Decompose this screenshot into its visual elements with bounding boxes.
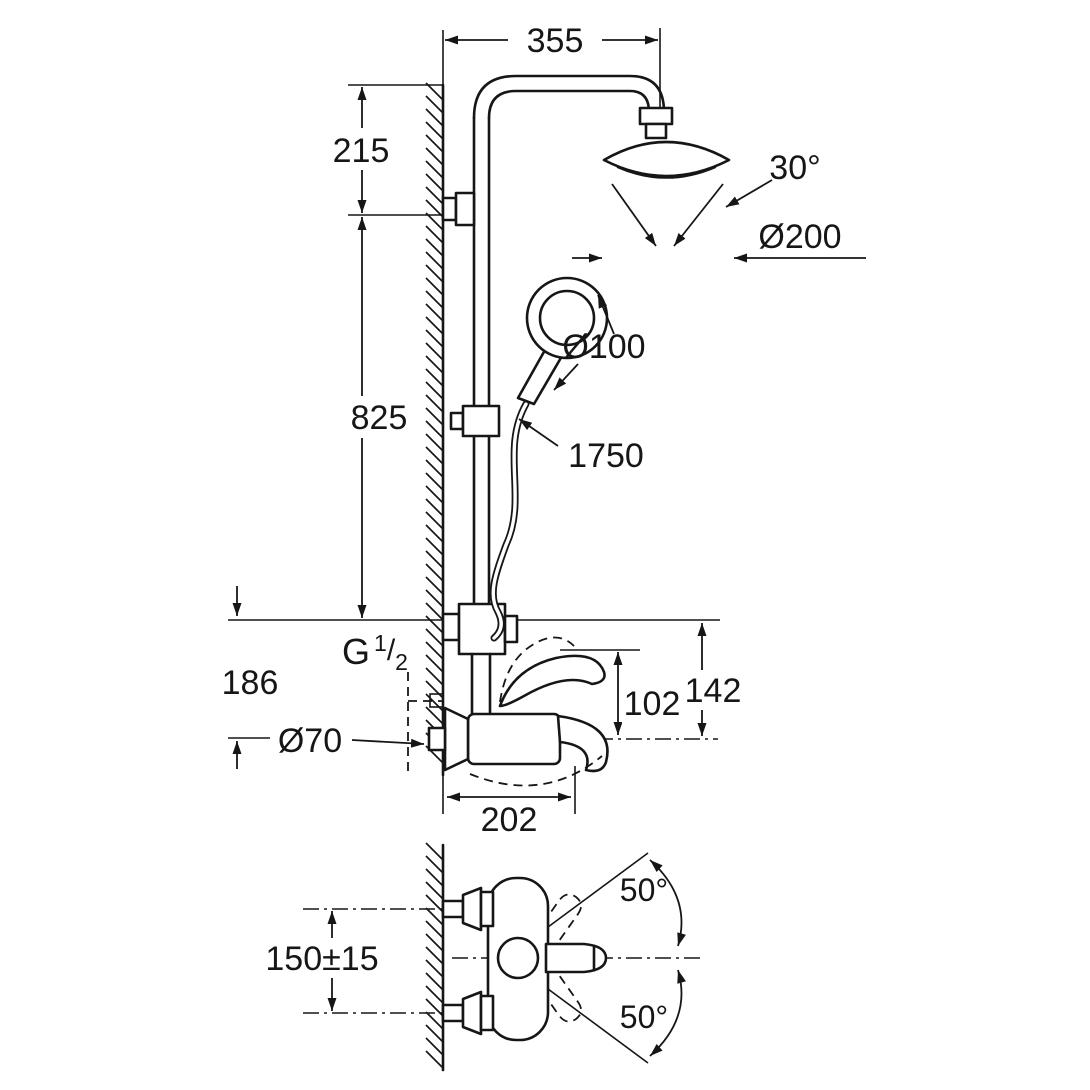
rail-bottom-assembly: [441, 602, 519, 718]
shower-hose: [489, 400, 530, 642]
head-shower: [602, 106, 731, 179]
dim-width-top: 355: [527, 22, 584, 60]
thread-leader: [407, 672, 444, 772]
dim-escutcheon-diameter: Ø70: [278, 722, 342, 760]
slider-clamp: [449, 404, 501, 438]
dim-handle-height: 102: [624, 685, 681, 723]
dim-head-diameter: Ø200: [758, 218, 841, 256]
bath-mixer-plan: [441, 876, 608, 1042]
wall-bracket-top: [441, 191, 476, 227]
dim-inlet-spacing: 150±15: [265, 940, 378, 978]
dim-swivel-angle-up: 50°: [620, 872, 668, 908]
hand-shower: [516, 276, 609, 406]
dim-hose-length: 1750: [568, 437, 644, 475]
dim-spray-angle: 30°: [769, 149, 820, 187]
dimension-lines: [232, 35, 866, 1057]
dim-body-height: 142: [685, 672, 742, 710]
wall-hatch-upper: [425, 82, 444, 764]
dim-rail-height: 825: [351, 399, 408, 437]
dim-swivel-angle-down: 50°: [620, 999, 668, 1035]
dim-height-upper: 215: [333, 132, 390, 170]
dim-handshower-diameter: Ø100: [562, 328, 645, 366]
extension-lines: [228, 28, 720, 1064]
wall-hatch-lower: [425, 842, 444, 1069]
dim-bracket-to-center: 186: [222, 664, 279, 702]
dim-spout-reach: 202: [481, 801, 538, 839]
bath-mixer-side: [427, 636, 609, 787]
